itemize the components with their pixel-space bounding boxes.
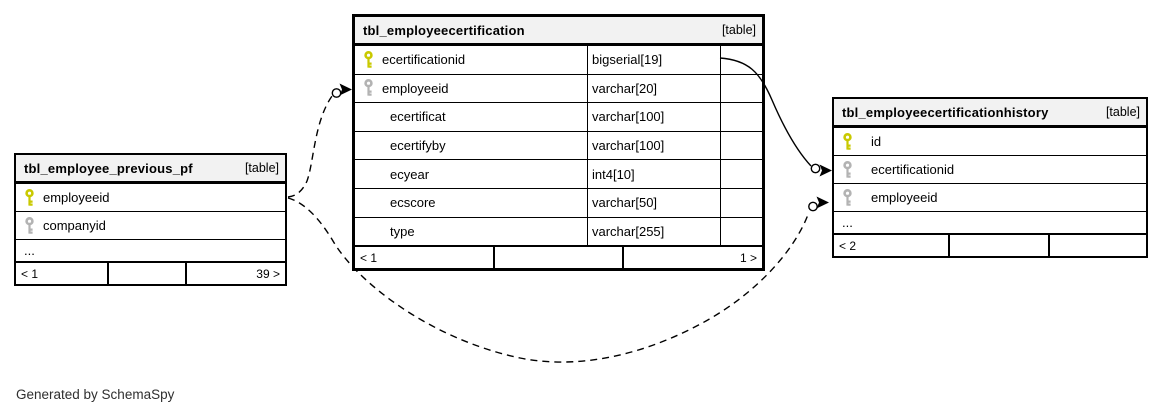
paging-parents: < 1 [360,250,378,265]
anchor-gap-cell [720,74,762,103]
column-name: ecertificat [390,109,446,125]
primary-key-icon [24,188,35,207]
table-header[interactable]: tbl_employeecertificationhistory [table] [834,99,1146,127]
more-columns-row: ... [834,211,1146,233]
column-row: employeeid [834,183,1146,211]
column-row: ecertifyby varchar[100] [355,130,762,160]
column-type: varchar[20] [587,74,720,103]
column-name: ecyear [390,166,430,182]
column-name: ecertifyby [390,138,446,154]
column-row: ecertificationid [834,155,1146,183]
paging-children: 1 > [622,247,762,269]
paging-children: 39 > [185,263,285,284]
anchor-gap-cell [720,46,762,74]
column-name: ecertificationid [382,52,466,68]
column-row: employeeid varchar[20] [355,73,762,103]
table-tbl_employee_previous_pf: tbl_employee_previous_pf [table] employe… [14,153,287,286]
generated-by-note: Generated by SchemaSpy [16,387,175,402]
column-row: employeeid [16,183,285,211]
column-name: ecertificationid [871,162,955,177]
table-type-badge: [table] [244,161,279,175]
paging-parents: < 2 [839,238,857,253]
column-name: type [390,223,415,239]
column-row: ecscore varchar[50] [355,187,762,217]
column-row: ecyear int4[10] [355,159,762,188]
paging-middle [948,235,1048,256]
column-row: companyid [16,211,285,239]
table-title: tbl_employee_previous_pf [24,160,193,176]
anchor-gap-cell [720,217,762,246]
table-header[interactable]: tbl_employeecertification [table] [355,17,762,45]
table-header[interactable]: tbl_employee_previous_pf [table] [16,155,285,183]
table-type-badge: [table] [721,23,756,37]
column-name: employeeid [382,80,449,96]
column-name: companyid [43,218,106,233]
more-columns-row: ... [16,239,285,261]
primary-key-icon [842,132,853,151]
ellipsis: ... [842,215,853,230]
paging-middle [107,263,185,284]
primary-key-icon [363,50,374,69]
column-name: employeeid [43,190,110,205]
column-name: employeeid [871,190,938,205]
column-row: ecertificat varchar[100] [355,102,762,131]
paging-middle [493,247,622,269]
column-type: varchar[100] [587,103,720,131]
column-type: varchar[255] [587,217,720,246]
column-type: varchar[100] [587,131,720,160]
column-row: id [834,127,1146,155]
table-title: tbl_employeecertification [363,22,525,38]
column-row: ecertificationid bigserial[19] [355,45,762,74]
anchor-gap-cell [720,160,762,188]
anchor-gap-cell [720,103,762,131]
paging-bar: < 1 1 > [355,245,762,269]
anchor-gap-cell [720,131,762,160]
fk-line-prev-to-cert [287,83,352,198]
foreign-key-icon [24,216,35,235]
column-type: varchar[50] [587,188,720,217]
paging-parents: < 1 [21,266,39,281]
anchor-gap-cell [720,188,762,217]
paging-bar: < 1 39 > [16,261,285,284]
paging-bar: < 2 [834,233,1146,256]
column-name: id [871,134,882,149]
foreign-key-icon [842,188,853,207]
column-type: int4[10] [587,160,720,188]
column-row: type varchar[255] [355,216,762,246]
foreign-key-icon [363,79,374,97]
table-tbl_employeecertification: tbl_employeecertification [table] ecerti… [352,14,765,272]
foreign-key-icon [842,160,853,179]
column-name: ecscore [390,195,436,211]
table-title: tbl_employeecertificationhistory [842,104,1049,120]
table-type-badge: [table] [1105,105,1140,119]
column-type: bigserial[19] [587,46,720,74]
table-tbl_employeecertificationhistory: tbl_employeecertificationhistory [table]… [832,97,1148,258]
paging-children [1048,235,1146,256]
ellipsis: ... [24,243,35,258]
